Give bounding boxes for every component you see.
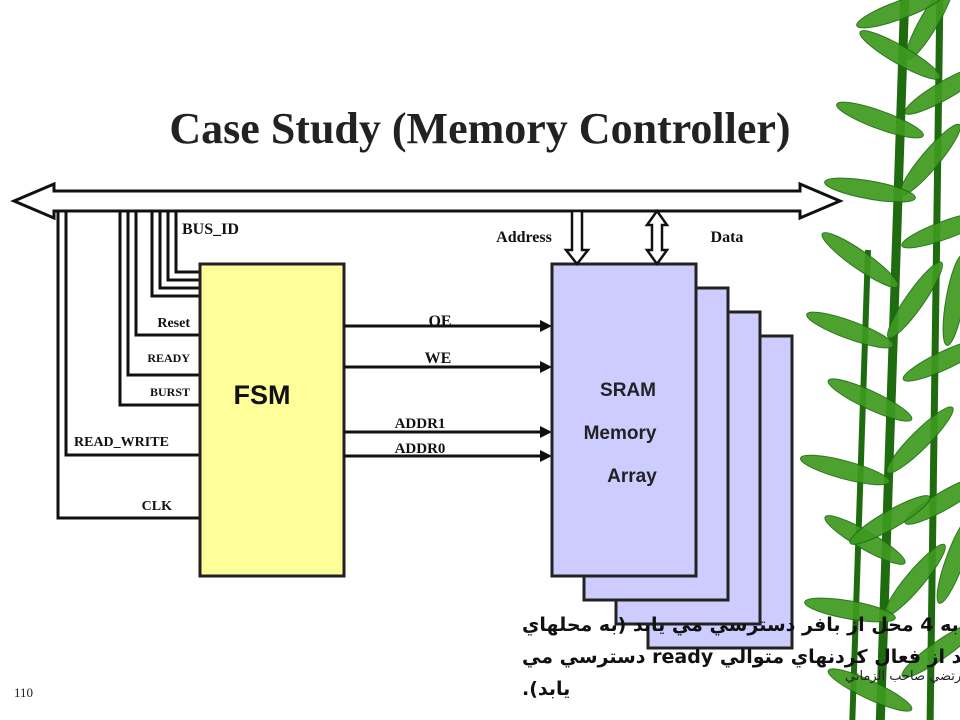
bamboo-leaf: [904, 475, 960, 525]
sram-label-line2: Memory: [584, 423, 657, 444]
oe-arrowhead: [540, 320, 552, 332]
clk-wire: [56, 211, 200, 520]
bamboo-leaf: [856, 0, 944, 29]
page-number: 110: [14, 685, 33, 700]
data-arrow: [644, 208, 670, 267]
bamboo-stalk: [875, 0, 910, 720]
data-label: Data: [711, 229, 744, 246]
bamboo-leaf: [804, 597, 896, 623]
addr0-label: ADDR0: [395, 441, 446, 457]
fsm-block: FSM: [198, 262, 346, 578]
bamboo-leaf: [800, 454, 890, 486]
reset-wire: [134, 211, 200, 337]
note-line-2: بعدي بعد از فعال كردنهاي متوالي ready دس…: [522, 646, 960, 669]
bus-id-wire-4: [174, 211, 200, 274]
reset-label: Reset: [157, 316, 190, 331]
we-label: WE: [425, 350, 452, 367]
addr1-label: ADDR1: [395, 416, 446, 432]
bamboo-leaf: [836, 101, 924, 139]
bus-id-wire-2: [158, 211, 200, 290]
addr1-arrowhead: [540, 426, 552, 438]
address-arrow: [563, 209, 591, 267]
ready-wire: [126, 211, 200, 377]
burst-label: BURST: [150, 385, 190, 399]
bamboo-leaf: [821, 232, 899, 288]
slide-title: Case Study (Memory Controller): [169, 104, 790, 153]
sram-array-1: [550, 262, 698, 578]
addr0-arrowhead: [540, 450, 552, 462]
sram-label-line1: SRAM: [600, 380, 656, 401]
sram-label-line3: Array: [607, 466, 657, 487]
bamboo-leaf: [901, 211, 960, 249]
bus-arrow: [10, 181, 844, 221]
read-write-wire: [64, 211, 200, 457]
system-bus: [10, 181, 844, 221]
address-bus: [563, 209, 591, 267]
read-write-label: READ_WRITE: [74, 435, 169, 450]
note-text: •كنترلر به 4 محل از بافر دسترسي مي يابد …: [522, 614, 960, 700]
bamboo-leaf: [827, 668, 913, 712]
burst-wire: [118, 211, 200, 407]
bamboo-leaf: [827, 378, 913, 422]
bamboo-leaf: [886, 406, 954, 474]
output-wires: [344, 320, 552, 462]
oe-label: OE: [428, 313, 451, 330]
bamboo-leaf: [902, 338, 960, 382]
note-line-1: •كنترلر به 4 محل از بافر دسترسي مي يابد …: [522, 614, 960, 637]
bamboo-leaf: [849, 495, 931, 545]
address-label: Address: [496, 229, 552, 246]
bamboo-leaf: [824, 177, 916, 203]
ready-label: READY: [147, 351, 190, 365]
bamboo-leaf: [942, 254, 960, 346]
bus-id-label: BUS_ID: [182, 221, 239, 238]
bamboo-decoration: [800, 0, 960, 720]
bamboo-leaf: [901, 622, 960, 678]
bamboo-leaf: [887, 261, 943, 339]
bamboo-leaf: [936, 516, 960, 604]
fsm-box: [198, 262, 346, 578]
data-bus: [644, 208, 670, 267]
bamboo-leaf: [806, 311, 894, 349]
bamboo-leaf: [859, 30, 941, 80]
clk-label: CLK: [142, 499, 172, 514]
author-name: مرتضي صاحب الزماني: [845, 669, 960, 684]
sram-stack: SRAM Memory Array: [550, 262, 794, 650]
bus-id-wire-3: [166, 211, 200, 282]
fsm-label: FSM: [234, 380, 291, 410]
control-wires: [56, 211, 200, 520]
bus-id-wire-1: [150, 211, 200, 298]
bamboo-leaf: [904, 65, 960, 115]
note-line-3: يابد).: [522, 678, 570, 700]
we-arrowhead: [540, 361, 552, 373]
